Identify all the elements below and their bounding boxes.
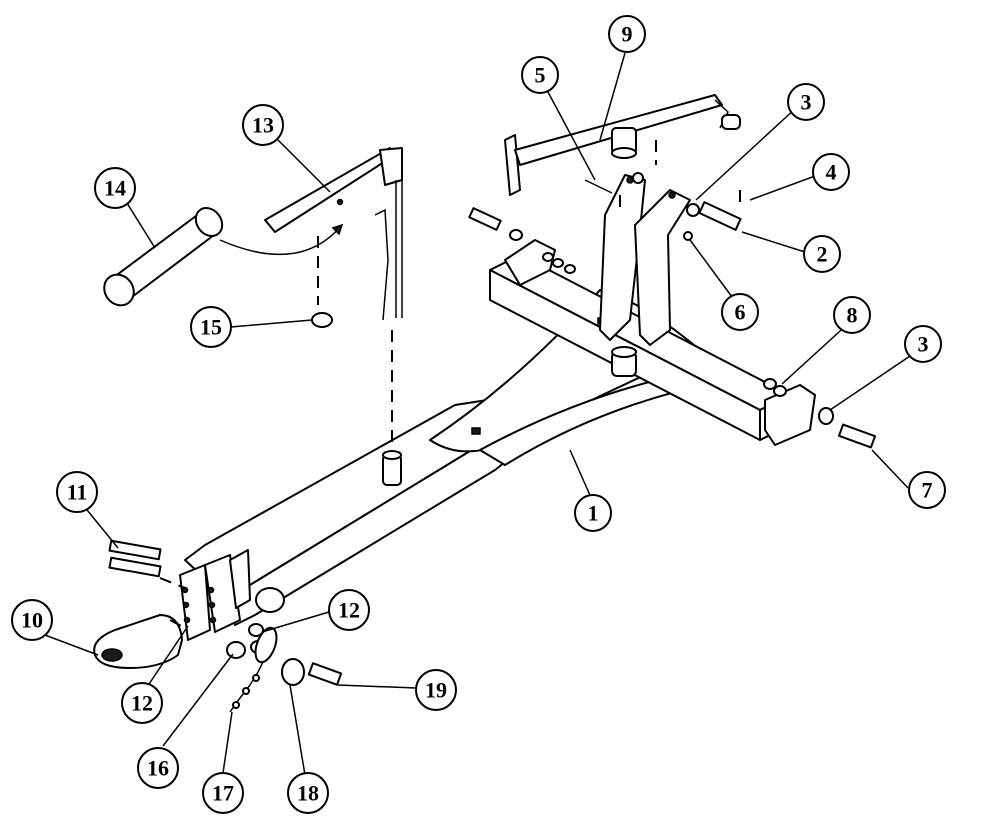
callout-19-label: 19 [425,678,447,703]
callout-12-left-label: 12 [131,691,153,716]
callout-2-label: 2 [817,242,828,267]
jack-stand-bracket [264,147,403,321]
callout-6: 6 [721,293,759,331]
callout-5-label: 5 [535,63,546,88]
callout-10: 10 [11,599,53,641]
callout-9: 9 [608,15,646,53]
callout-3-right-label: 3 [918,332,929,357]
callout-4-label: 4 [826,160,837,185]
callout-12-left: 12 [121,682,163,724]
callout-7: 7 [908,471,946,509]
callout-3-top-label: 3 [801,90,812,115]
callout-14: 14 [94,167,136,209]
callout-3-top: 3 [787,83,825,121]
callout-2: 2 [803,235,841,273]
leader-lines [44,52,917,776]
callout-18: 18 [287,772,329,814]
crank-jack [504,94,741,196]
callout-1-label: 1 [588,501,599,526]
callout-13-label: 13 [252,113,274,138]
callout-6-label: 6 [735,300,746,325]
callout-3-right: 3 [904,325,942,363]
callout-11-label: 11 [67,480,88,505]
callout-10-label: 10 [21,608,43,633]
callout-1: 1 [574,494,612,532]
callout-14-label: 14 [104,176,126,201]
callout-18-label: 18 [297,781,319,806]
manual-tube [103,207,344,307]
callout-12-right: 12 [328,589,370,631]
callout-15-label: 15 [200,315,222,340]
callout-8: 8 [833,296,871,334]
callout-17-label: 17 [212,781,234,806]
callout-15: 15 [190,306,232,348]
assembly-lines [159,140,741,629]
tongue-frame [179,239,816,641]
callout-11: 11 [56,471,98,513]
callout-16: 16 [137,747,179,789]
lift-bracket [599,174,691,377]
callout-4: 4 [812,153,850,191]
callout-13: 13 [242,104,284,146]
callout-17: 17 [202,772,244,814]
callout-5: 5 [521,56,559,94]
callout-19: 19 [415,669,457,711]
callout-12-right-label: 12 [338,598,360,623]
callout-8-label: 8 [847,303,858,328]
callout-7-label: 7 [922,478,933,503]
callout-9-label: 9 [622,22,633,47]
callout-16-label: 16 [147,756,169,781]
